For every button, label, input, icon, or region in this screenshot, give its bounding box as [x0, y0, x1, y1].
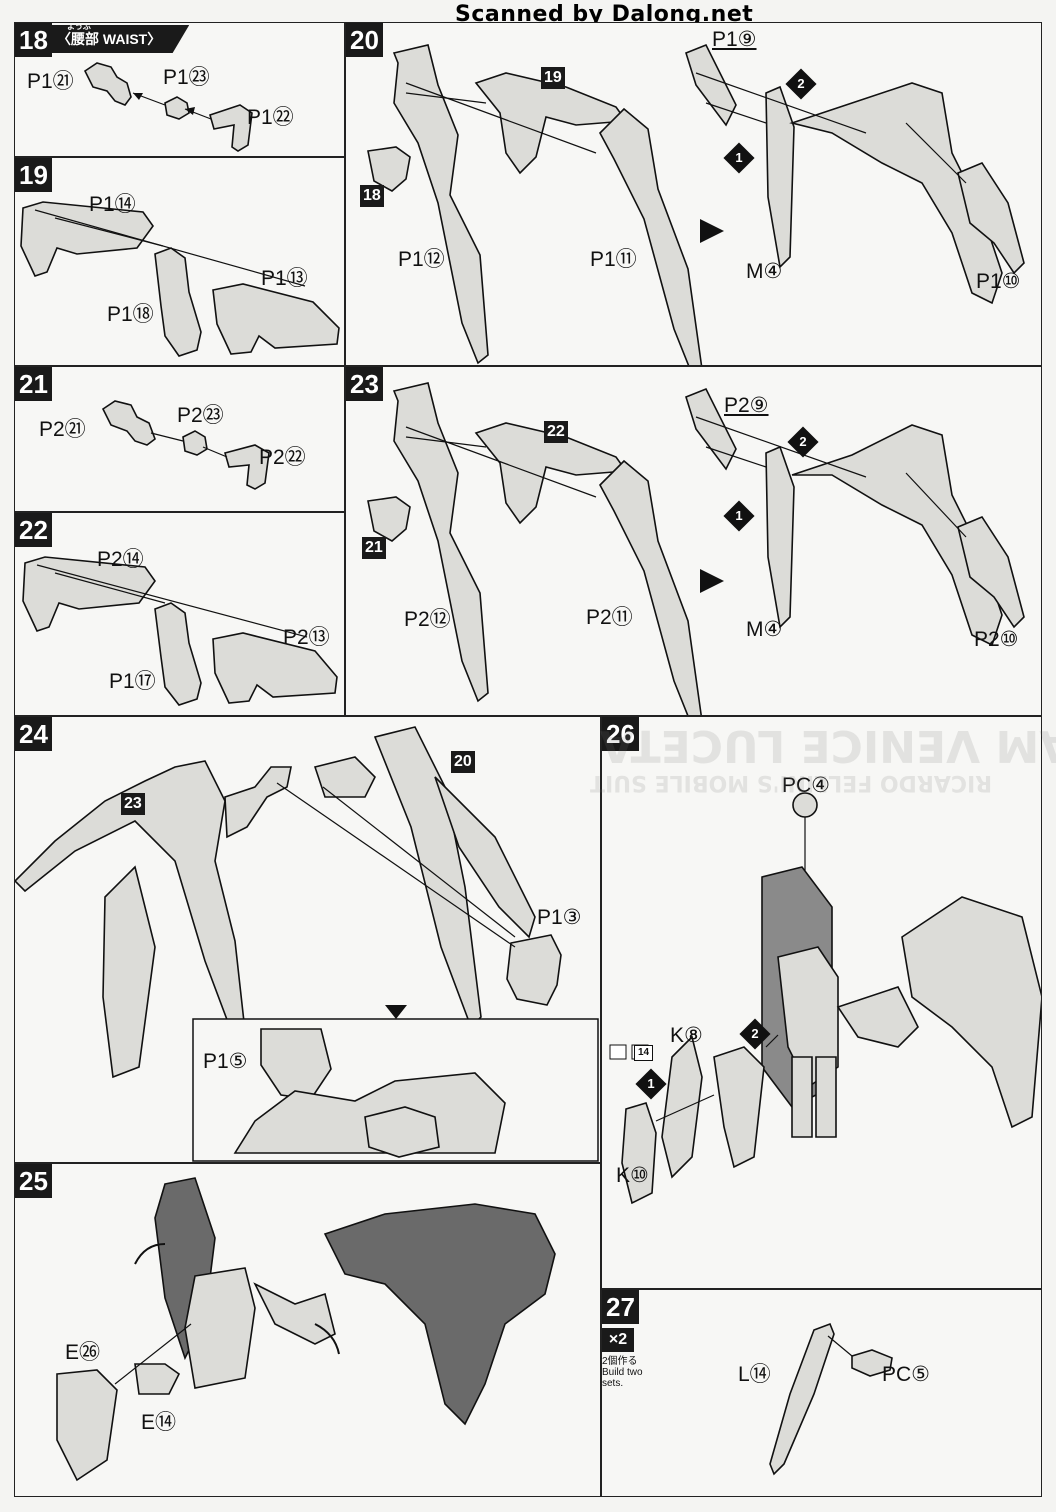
step-number: 24: [15, 717, 52, 751]
part-label: P1⑩: [976, 270, 1021, 293]
part-label: P1㉒: [247, 106, 294, 129]
order-marker-2: 2: [739, 1018, 771, 1050]
part-label: E㉖: [65, 1341, 101, 1364]
part-label: M④: [746, 618, 783, 641]
step-26-illustration: [609, 792, 1041, 1205]
ref-step-23: 23: [121, 793, 145, 815]
build-note-jp: 2個作る: [602, 1356, 638, 1367]
step-22-illustration: [22, 556, 338, 706]
part-label: P1⑬: [261, 267, 308, 290]
step-27-illustration: [769, 1322, 893, 1476]
bleed-through-title: GUNDAM VENICE LUCETA: [600, 720, 1056, 771]
step-20-panel: 20 19 18 P1⑫ P1⑪ P1⑨ M④ P1⑩ 1 2: [345, 22, 1042, 366]
section-title-waist: ようぶ 〈腰部 WAIST〉: [51, 22, 190, 53]
step-21-panel: 21 P2㉑ P2㉓ P2㉒: [14, 366, 345, 512]
step-number: 26: [602, 717, 639, 751]
step-22-panel: 22 P2⑭ P2⑬ P1⑰: [14, 512, 345, 716]
step-19-illustration: [20, 201, 340, 357]
build-multiplier: ×2: [602, 1328, 634, 1352]
part-label: PC④: [782, 774, 830, 797]
part-label: L⑭: [738, 1363, 771, 1386]
order-marker-1: 1: [723, 500, 755, 532]
section-ruby: ようぶ: [67, 22, 91, 31]
step-number: 25: [15, 1164, 52, 1198]
part-label: P2㉒: [259, 446, 306, 469]
order-marker-2: 2: [785, 68, 817, 100]
step-number: 22: [15, 513, 52, 547]
step-23-illustration: [367, 382, 1025, 715]
part-label: P2⑬: [283, 626, 330, 649]
step-number: 20: [346, 23, 383, 57]
build-note: 2個作る Build two sets.: [602, 1356, 648, 1389]
ref-step-18: 18: [360, 185, 384, 207]
part-label: P2⑩: [974, 628, 1019, 651]
section-title-text: 〈腰部 WAIST〉: [57, 31, 162, 47]
step-23-panel: 23 22 21 P2⑫ P2⑪ P2⑨ M④ P2⑩ 1 2: [345, 366, 1042, 716]
step-25-illustration: [56, 1177, 556, 1482]
part-label: P1⑤: [203, 1050, 248, 1073]
step-number: 18: [15, 23, 52, 57]
ref-step-20: 20: [451, 751, 475, 773]
order-marker-2: 2: [787, 426, 819, 458]
step-number: 23: [346, 367, 383, 401]
part-label: K⑩: [616, 1164, 649, 1187]
part-label: P2⑭: [97, 548, 144, 571]
order-marker-1: 1: [723, 142, 755, 174]
step-number: 27: [602, 1290, 639, 1324]
part-label: PC⑤: [882, 1363, 930, 1386]
step-21-illustration: [101, 400, 270, 490]
part-label: M④: [746, 260, 783, 283]
part-label: P1⑫: [398, 248, 445, 271]
part-label: P1㉑: [27, 70, 74, 93]
ref-step-19: 19: [541, 67, 565, 89]
part-label: P2⑫: [404, 608, 451, 631]
step-20-illustration: [367, 43, 1025, 365]
step-number: 19: [15, 158, 52, 192]
step-19-panel: 19 P1⑭ P1⑬ P1⑱: [14, 157, 345, 366]
part-label: P2㉑: [39, 418, 86, 441]
ref-step-22: 22: [544, 421, 568, 443]
step-number: 21: [15, 367, 52, 401]
build-note-en: Build two sets.: [602, 1367, 643, 1389]
part-label: P2㉓: [177, 404, 224, 427]
step-27-panel: 27 ×2 2個作る Build two sets. L⑭ PC⑤: [601, 1289, 1042, 1497]
part-label: P1⑰: [109, 670, 156, 693]
ref-step-21: 21: [362, 537, 386, 559]
order-marker-1: 1: [635, 1068, 667, 1100]
part-label: P2⑨: [724, 394, 769, 417]
part-label: P1⑭: [89, 193, 136, 216]
part-label: P1⑱: [107, 303, 154, 326]
part-label: P1⑪: [590, 248, 637, 271]
page-ref: 14: [634, 1045, 654, 1061]
step-24-panel: 24 23 20 P1③ P1⑤: [14, 716, 601, 1163]
step-18-illustration: [83, 62, 253, 152]
part-label: K⑧: [670, 1024, 703, 1047]
bleed-through-subtitle: RICARDO FELLINI'S MOBILE SUIT: [590, 770, 993, 795]
step-25-panel: 25 E㉖ E⑭: [14, 1163, 601, 1497]
part-label: P1⑨: [712, 28, 757, 51]
part-label: P1③: [537, 906, 582, 929]
step-26-panel: 26 PC④ K⑧ K⑩ 14 1 2: [601, 716, 1042, 1289]
part-label: P1㉓: [163, 66, 210, 89]
step-24-illustration: [15, 726, 599, 1162]
part-label: E⑭: [141, 1411, 177, 1434]
step-18-panel: 18 ようぶ 〈腰部 WAIST〉 P1㉑ P1㉓ P1㉒: [14, 22, 345, 157]
part-label: P2⑪: [586, 606, 633, 629]
